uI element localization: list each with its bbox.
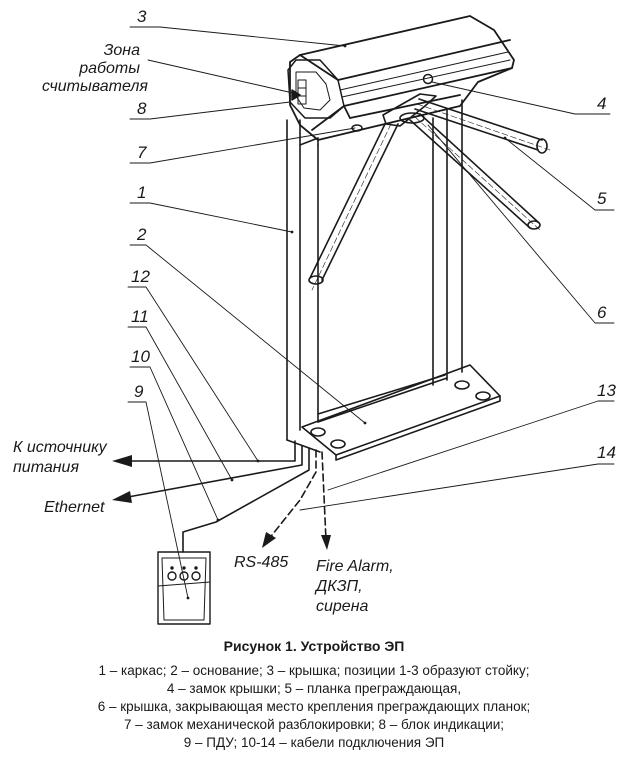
- arrowheads: [112, 455, 331, 550]
- power-line2: питания: [13, 459, 79, 476]
- turnstile-drawing: [112, 15, 615, 625]
- callout-10: 10: [131, 347, 150, 366]
- rs485-label: RS-485: [234, 554, 289, 571]
- fire-alarm-label: Fire Alarm, ДКЗП, сирена: [316, 557, 394, 617]
- callout-8: 8: [137, 99, 147, 118]
- reader-zone-line2: считывателя: [42, 78, 148, 95]
- fire-alarm-line1: Fire Alarm,: [316, 558, 394, 575]
- leader-dots: [186, 44, 507, 600]
- caption-line: 9 – ПДУ; 10-14 – кабели подключения ЭП: [183, 735, 445, 750]
- barrier-arms: [308, 98, 551, 291]
- caption-title: Рисунок 1. Устройство ЭП: [223, 638, 405, 654]
- caption-line: 1 – каркас; 2 – основание; 3 – крышка; п…: [98, 663, 530, 678]
- fire-alarm-line3: сирена: [316, 598, 369, 615]
- caption-line: 7 – замок механической разблокировки; 8 …: [123, 717, 505, 732]
- callout-14: 14: [597, 443, 616, 462]
- caption-line: 6 – крышка, закрывающая место крепления …: [97, 699, 531, 714]
- remote-control-panel: [157, 551, 211, 625]
- power-label: К источнику питания: [13, 438, 107, 478]
- cover-housing: [289, 15, 515, 141]
- caption-line: 4 – замок крышки; 5 – планка преграждающ…: [166, 681, 462, 696]
- leader-lines: [127, 26, 615, 599]
- cover-lock: [422, 73, 434, 85]
- callout-3: 3: [137, 7, 147, 26]
- callout-9: 9: [134, 382, 144, 401]
- ethernet-label: Ethernet: [44, 499, 105, 516]
- figure-caption: Рисунок 1. Устройство ЭП 1 – каркас; 2 –…: [0, 638, 628, 752]
- callout-2: 2: [137, 225, 147, 244]
- reader-zone-label: Зона работы считывателя: [42, 42, 148, 96]
- callout-4: 4: [597, 94, 607, 113]
- fire-alarm-line2: ДКЗП,: [316, 578, 363, 595]
- callout-7: 7: [137, 143, 147, 162]
- reader-zone-line1: Зона работы: [79, 42, 140, 77]
- callout-12: 12: [131, 267, 150, 286]
- callout-1: 1: [137, 183, 147, 202]
- cables: [127, 440, 327, 553]
- callout-6: 6: [597, 303, 607, 322]
- indicator-block: [287, 59, 345, 119]
- base-plate: [301, 364, 501, 461]
- callout-11: 11: [131, 307, 149, 326]
- power-line1: К источнику: [13, 439, 107, 456]
- mechanical-unlock-lock: [351, 124, 363, 132]
- callout-5: 5: [597, 189, 607, 208]
- callout-13: 13: [597, 381, 616, 400]
